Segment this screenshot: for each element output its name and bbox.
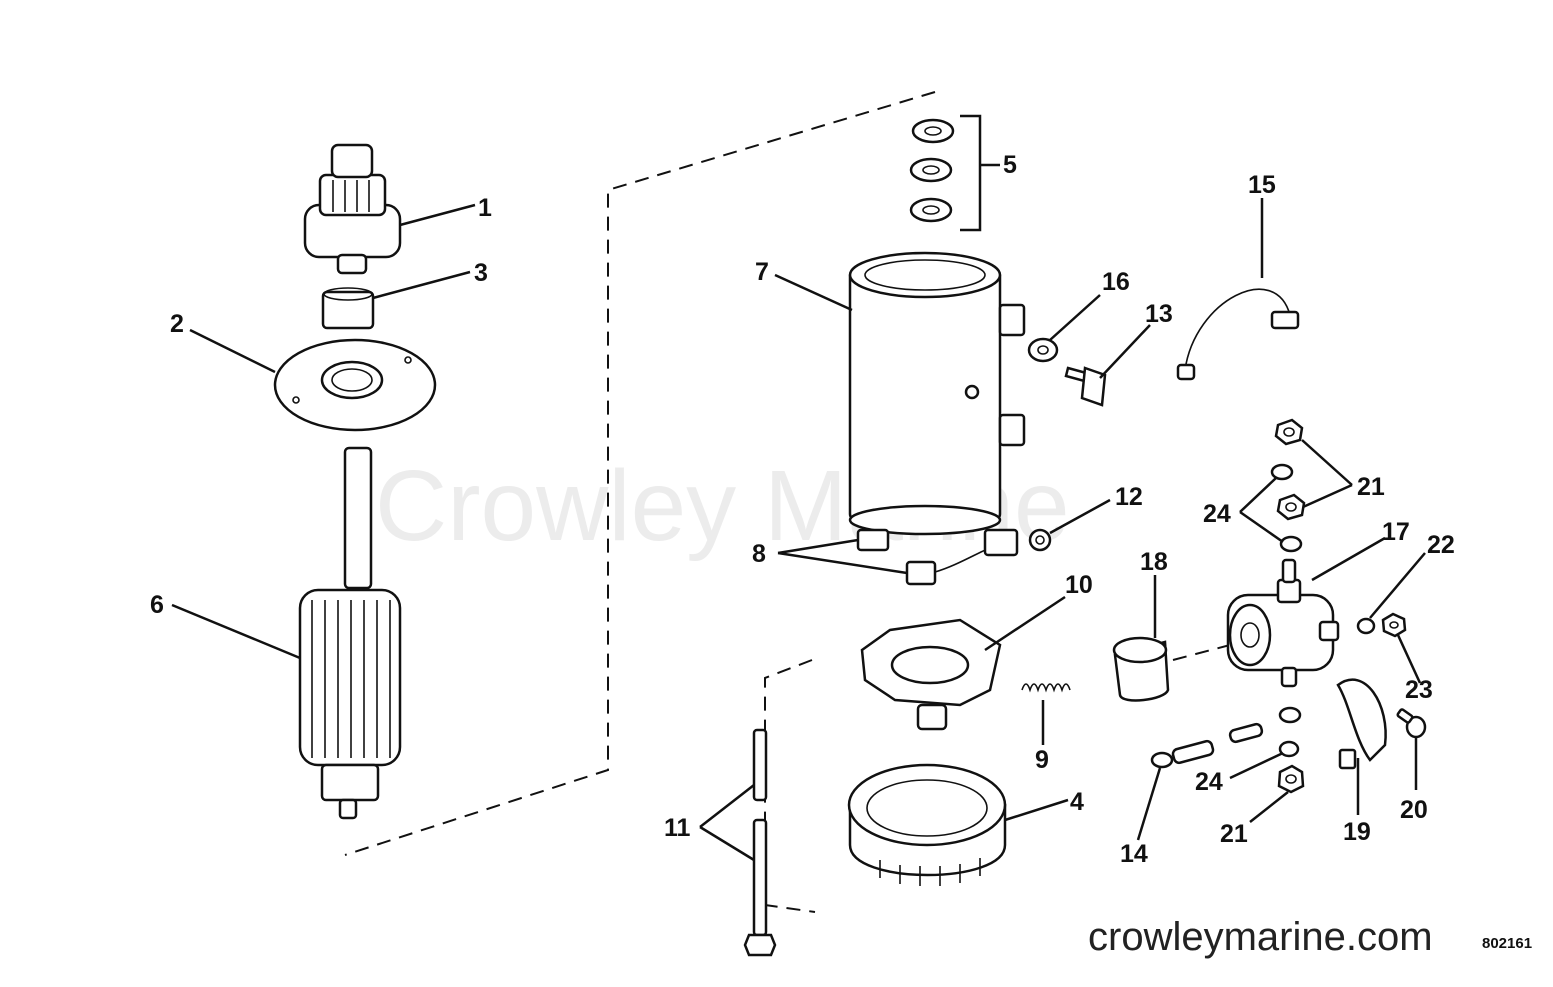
leader-8a	[777, 538, 859, 555]
part-5-washers	[909, 118, 955, 223]
callout-6: 6	[150, 591, 164, 619]
part-6-armature	[298, 446, 402, 820]
part-23-nut	[1381, 612, 1407, 638]
leader-8b	[777, 551, 908, 575]
callout-3: 3	[474, 259, 488, 287]
leader-24a-bottom	[1239, 510, 1284, 544]
leader-21a-top	[1301, 439, 1353, 486]
assembly-line-solenoid	[1172, 644, 1231, 661]
leader-12	[1049, 498, 1111, 535]
callout-13: 13	[1145, 300, 1173, 328]
part-2-thrust-plate	[273, 338, 437, 432]
leader-14	[1136, 767, 1162, 841]
callout-12: 12	[1115, 483, 1143, 511]
part-4-end-cap	[847, 763, 1007, 886]
callout-21-lower: 21	[1220, 820, 1248, 848]
callout-17: 17	[1382, 518, 1410, 546]
part-18-boot	[1112, 636, 1170, 702]
callout-10: 10	[1065, 571, 1093, 599]
leader-22	[1369, 552, 1426, 619]
footer-code: 802161	[1482, 935, 1532, 952]
leader-24b	[1229, 751, 1284, 780]
part-22-lockwasher	[1356, 617, 1376, 635]
part-21-nut-lower	[1277, 764, 1305, 794]
leader-13	[1099, 324, 1151, 379]
callout-15: 15	[1248, 171, 1276, 199]
callout-4: 4	[1070, 788, 1084, 816]
bracket-5	[960, 114, 982, 232]
part-24-lockwashers-upper	[1270, 463, 1303, 553]
part-20-screw	[1396, 708, 1427, 739]
callout-23: 23	[1405, 676, 1433, 704]
part-15-lead-wire	[1176, 288, 1300, 381]
part-9-springs	[1021, 683, 1071, 693]
leader-3	[372, 270, 471, 300]
part-11-through-bolts	[743, 728, 777, 957]
leader-2	[189, 328, 276, 374]
callout-19: 19	[1343, 818, 1371, 846]
leader-4	[1004, 798, 1069, 822]
part-17-solenoid	[1226, 558, 1340, 688]
part-14-plunger	[1150, 706, 1302, 769]
callout-1: 1	[478, 194, 492, 222]
callout-11: 11	[664, 814, 691, 842]
leader-7	[774, 273, 853, 312]
callout-8: 8	[752, 540, 766, 568]
footer-site: crowleymarine.com	[1088, 915, 1433, 959]
callout-24-lower: 24	[1195, 768, 1223, 796]
callout-24-upper: 24	[1203, 500, 1231, 528]
leader-1	[399, 203, 476, 227]
callout-9: 9	[1035, 746, 1049, 774]
leader-24a-top	[1239, 477, 1277, 513]
callout-7: 7	[755, 258, 769, 286]
part-7-frame	[848, 251, 1026, 536]
callout-18: 18	[1140, 548, 1168, 576]
leader-17	[1311, 536, 1386, 582]
assembly-line-studs	[764, 659, 816, 913]
callout-22: 22	[1427, 531, 1455, 559]
callout-5: 5	[1003, 151, 1017, 179]
leader-6	[171, 603, 301, 660]
part-16-lockwasher	[1027, 337, 1059, 363]
callout-21-upper: 21	[1357, 473, 1385, 501]
assembly-line-left	[344, 91, 936, 856]
part-21-nuts-upper	[1274, 418, 1306, 521]
leader-11b	[699, 825, 755, 862]
leader-16	[1049, 294, 1101, 341]
callout-2: 2	[170, 310, 184, 338]
part-1-drive	[303, 143, 402, 275]
part-19-shield	[1336, 678, 1387, 770]
part-8-brushes	[856, 528, 1019, 586]
callout-14: 14	[1120, 840, 1148, 868]
leader-21b	[1249, 791, 1289, 823]
part-3-bushing	[321, 287, 375, 330]
leader-23	[1396, 634, 1422, 684]
leader-10	[984, 595, 1066, 652]
leader-11a	[699, 784, 755, 828]
part-24-lockwasher-lower	[1278, 740, 1300, 758]
part-12-washer	[1028, 528, 1052, 552]
part-10-brush-plate	[860, 618, 1002, 731]
leader-21a-bottom	[1302, 483, 1353, 509]
callout-16: 16	[1102, 268, 1130, 296]
part-13-bolt	[1064, 366, 1107, 407]
callout-20: 20	[1400, 796, 1428, 824]
